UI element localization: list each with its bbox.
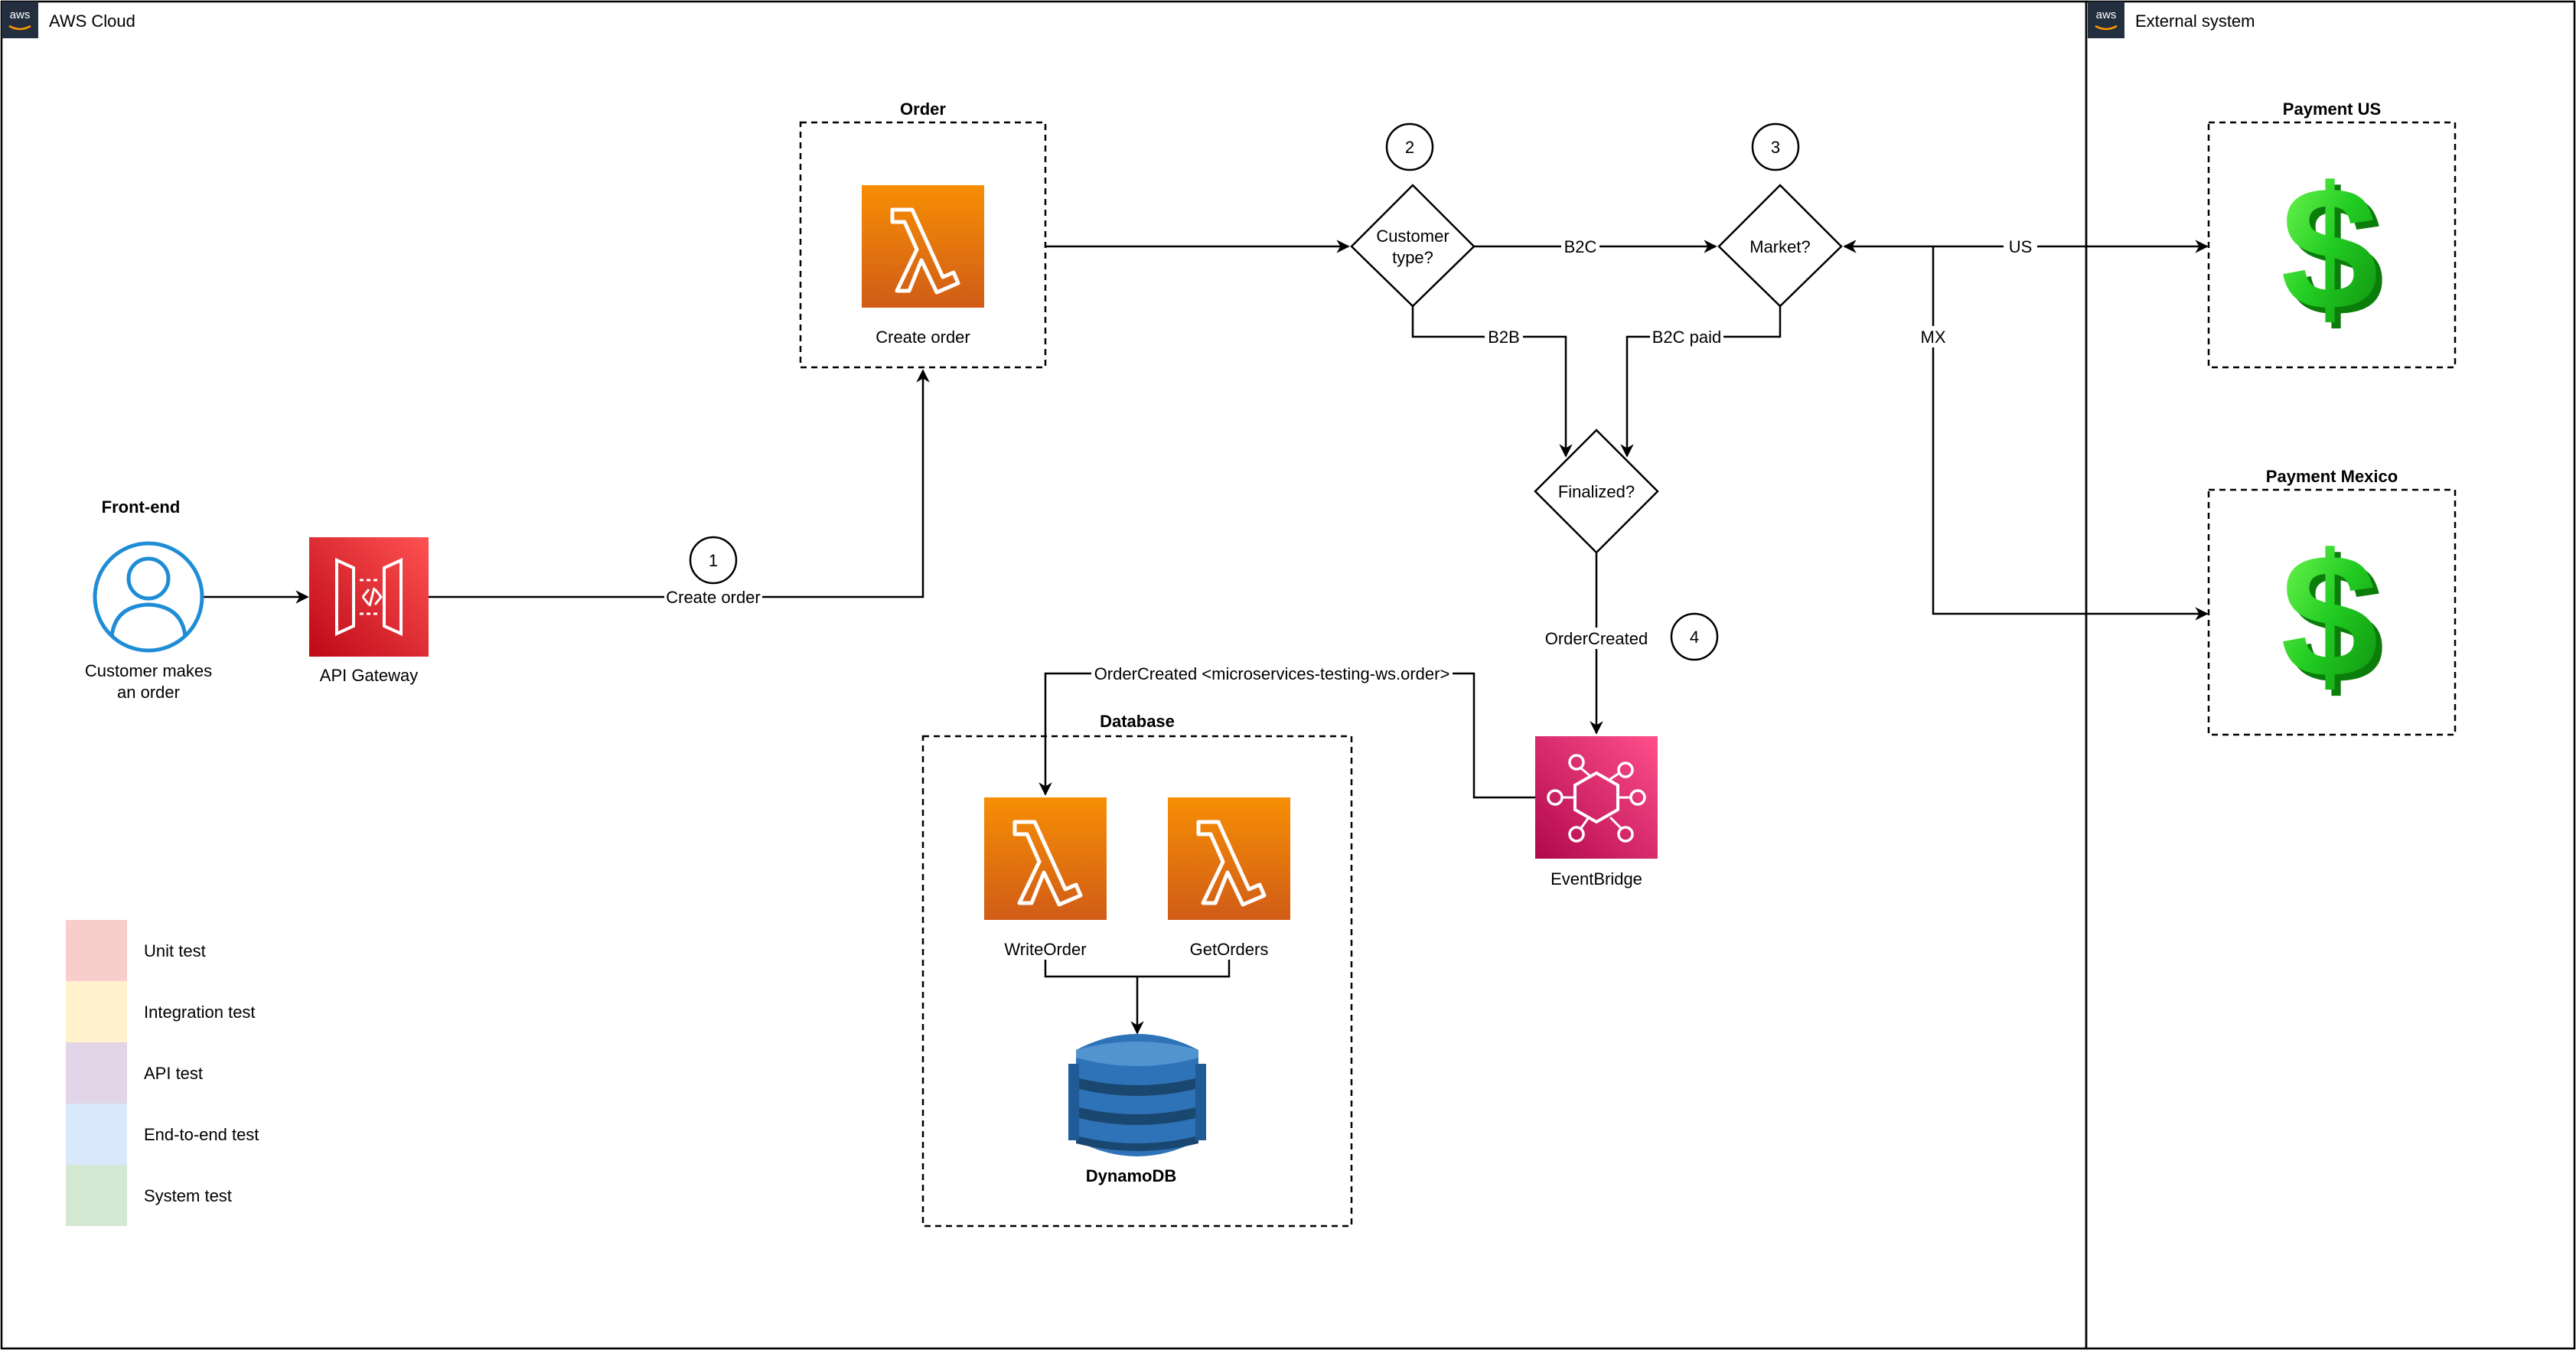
user-icon	[93, 541, 204, 653]
write-order-lambda-icon	[984, 797, 1107, 920]
aws-cloud-title: AWS Cloud	[49, 11, 135, 31]
legend-label: Integration test	[144, 1003, 256, 1022]
svg-text:B2C paid: B2C paid	[1652, 328, 1722, 347]
legend-label: System test	[144, 1186, 232, 1205]
legend-label: API test	[144, 1064, 203, 1083]
svg-text:MX: MX	[1921, 328, 1946, 347]
customer-label-line2: an order	[117, 683, 180, 702]
eventbridge-icon	[1535, 736, 1658, 859]
svg-text:OrderCreated: OrderCreated	[1545, 629, 1648, 648]
edge-writeorder-to-dynamodb	[1044, 960, 1231, 1033]
dollar-icon: $ $	[2281, 517, 2385, 720]
edge-label-order-created-rule: OrderCreated <microservices-testing-ws.o…	[1091, 663, 1453, 684]
eventbridge-label: EventBridge	[1550, 869, 1642, 889]
decision-market: Market?	[1717, 184, 1843, 308]
legend-item: End-to-end test	[66, 1104, 259, 1165]
external-system-title: External system	[2135, 11, 2255, 31]
svg-text:4: 4	[1690, 628, 1699, 647]
step-circle-4: 4	[1670, 612, 1719, 661]
svg-text:$: $	[2281, 150, 2379, 347]
edge-api-to-create-order	[429, 369, 930, 598]
dynamodb-icon	[1068, 1034, 1206, 1156]
legend-item: Integration test	[66, 981, 256, 1042]
svg-text:Market?: Market?	[1749, 237, 1810, 256]
lambda-icon	[862, 185, 984, 308]
svg-text:$: $	[2287, 523, 2385, 720]
edge-label-b2b: B2B	[1485, 326, 1523, 347]
edge-label-b2c: B2C	[1561, 236, 1599, 257]
svg-text:B2B: B2B	[1488, 328, 1520, 347]
edge-label-mx: MX	[1913, 326, 1953, 347]
svg-text:$: $	[2281, 517, 2379, 714]
legend-swatch	[66, 920, 127, 981]
svg-text:2: 2	[1405, 138, 1414, 157]
legend-item: System test	[66, 1165, 232, 1226]
edge-eventbridge-to-writeorder	[1039, 672, 1535, 799]
decision-finalized: Finalized?	[1534, 429, 1659, 554]
svg-text:OrderCreated <microservices-te: OrderCreated <microservices-testing-ws.o…	[1094, 664, 1450, 683]
legend-swatch	[66, 1104, 127, 1165]
step-circle-2: 2	[1385, 122, 1434, 171]
customer-type-line1: Customer	[1376, 227, 1449, 246]
payment-mexico-title: Payment Mexico	[2266, 467, 2398, 486]
legend-item: Unit test	[66, 920, 206, 981]
write-order-label: WriteOrder	[1004, 940, 1086, 959]
step-circle-1: 1	[689, 536, 738, 585]
step-circle-3: 3	[1751, 122, 1800, 171]
payment-us-title: Payment US	[2283, 99, 2381, 119]
database-group	[921, 735, 1353, 1228]
svg-text:3: 3	[1771, 138, 1780, 157]
customer-label-line1: Customer makes	[85, 661, 212, 680]
svg-text:Finalized?: Finalized?	[1558, 482, 1635, 501]
decision-customer-type: Customer type?	[1350, 184, 1475, 308]
external-system-container	[2085, 0, 2576, 1350]
legend-swatch	[66, 981, 127, 1042]
svg-text:aws: aws	[2096, 8, 2117, 21]
edge-label-b2c-paid: B2C paid	[1650, 326, 1723, 347]
create-order-label: Create order	[876, 328, 970, 347]
api-gateway-icon	[309, 537, 429, 657]
svg-text:aws: aws	[10, 8, 31, 21]
edge-label-us: US	[2004, 236, 2037, 257]
external-system-badge: aws	[2088, 2, 2124, 38]
svg-text:Create order: Create order	[666, 588, 761, 607]
api-gateway-label: API Gateway	[320, 666, 418, 685]
get-orders-lambda-icon	[1168, 797, 1290, 920]
legend-label: End-to-end test	[144, 1125, 259, 1144]
order-group-title: Order	[900, 99, 946, 119]
order-group	[799, 121, 1047, 369]
legend-swatch	[66, 1042, 127, 1104]
legend-label: Unit test	[144, 941, 206, 960]
aws-cloud-badge: aws	[2, 2, 38, 38]
svg-text:US: US	[2009, 237, 2033, 256]
get-orders-label: GetOrders	[1190, 940, 1269, 959]
dynamodb-label: DynamoDB	[1086, 1166, 1177, 1185]
legend-swatch	[66, 1165, 127, 1226]
customer-type-line2: type?	[1392, 248, 1433, 267]
svg-text:B2C: B2C	[1564, 237, 1597, 256]
front-end-title: Front-end	[102, 497, 181, 517]
svg-text:$: $	[2287, 156, 2385, 353]
edge-label-order-created: OrderCreated	[1540, 628, 1653, 649]
database-group-title: Database	[1100, 712, 1175, 731]
svg-text:1: 1	[709, 551, 718, 570]
legend-item: API test	[66, 1042, 203, 1104]
dollar-icon: $ $	[2281, 150, 2385, 353]
payment-mexico-group	[2207, 488, 2457, 736]
edge-label-create-order: Create order	[664, 586, 762, 608]
payment-us-group	[2207, 121, 2457, 369]
edge-mx	[1932, 246, 2209, 621]
